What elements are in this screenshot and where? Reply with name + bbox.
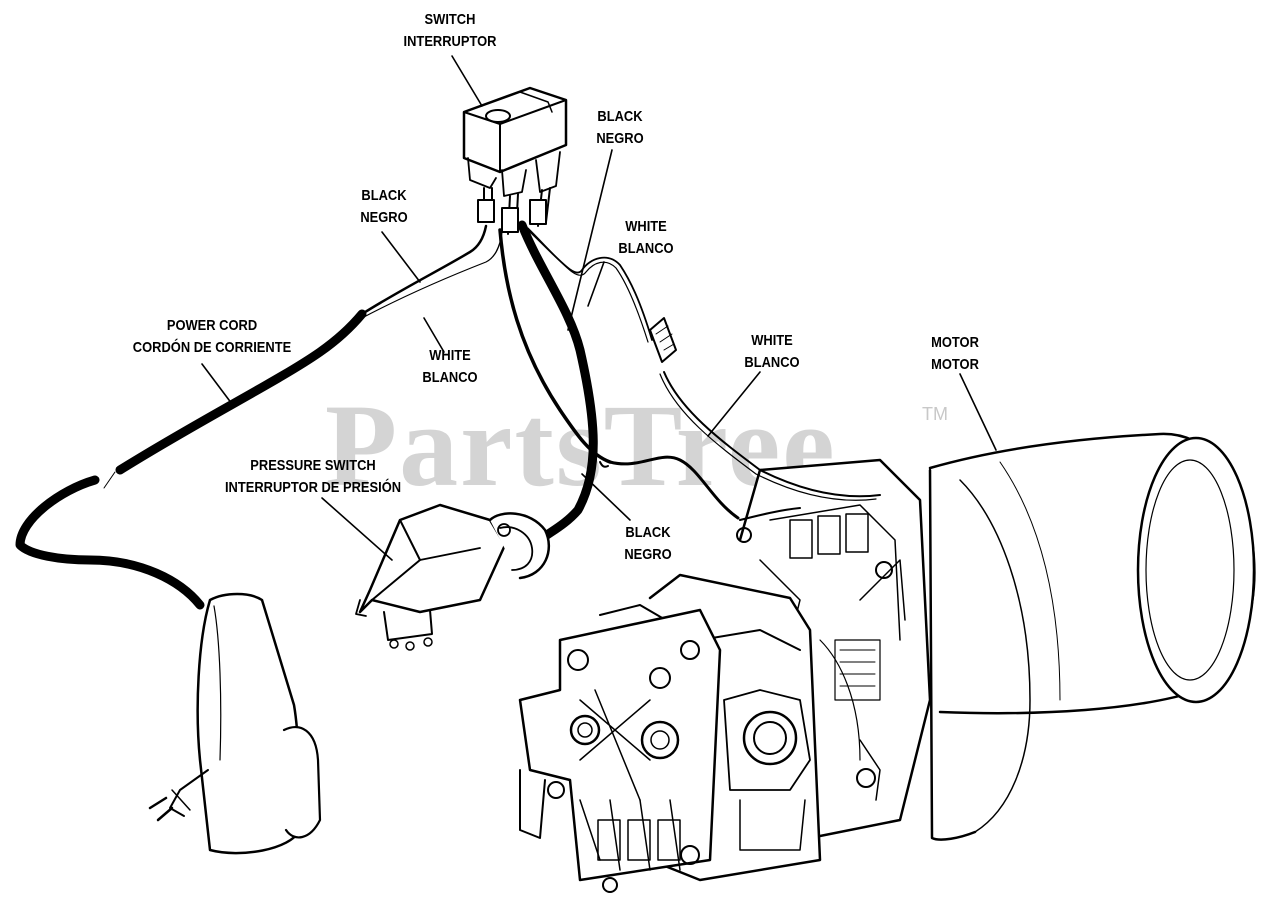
label-white-mid: WHITE BLANCO	[407, 345, 493, 389]
label-black-bottom-en: BLACK	[625, 524, 671, 541]
label-black-left-es: NEGRO	[360, 209, 408, 226]
black-wires	[498, 220, 740, 545]
pump-assembly	[518, 573, 822, 893]
watermark-trademark: TM	[922, 404, 948, 424]
label-black-left-en: BLACK	[361, 187, 407, 204]
label-pressure-switch-en: PRESSURE SWITCH	[250, 457, 376, 474]
label-black-top-es: NEGRO	[596, 130, 644, 147]
label-switch-en: SWITCH	[424, 11, 476, 28]
label-white-top-es: BLANCO	[618, 240, 674, 257]
label-pressure-switch-es: INTERRUPTOR DE PRESIÓN	[224, 479, 402, 496]
watermark: PartsTree	[325, 380, 837, 511]
label-black-left: BLACK NEGRO	[341, 185, 427, 229]
label-switch-es: INTERRUPTOR	[403, 33, 497, 50]
label-black-bottom-es: NEGRO	[624, 546, 672, 563]
label-motor: MOTOR MOTOR	[912, 332, 998, 376]
label-white-right-es: BLANCO	[744, 354, 800, 371]
label-black-bottom: BLACK NEGRO	[605, 522, 691, 566]
label-white-top-en: WHITE	[625, 218, 667, 235]
label-power-cord-es: CORDÓN DE CORRIENTE	[132, 339, 292, 356]
switch-body	[462, 86, 568, 235]
label-white-top: WHITE BLANCO	[603, 216, 689, 260]
power-cord-wires	[15, 224, 503, 610]
label-switch: SWITCH INTERRUPTOR	[390, 9, 510, 53]
label-black-top-en: BLACK	[597, 108, 643, 125]
label-power-cord: POWER CORD CORDÓN DE CORRIENTE	[126, 315, 298, 359]
motor-housing	[928, 432, 1256, 841]
label-motor-es: MOTOR	[931, 356, 979, 373]
label-white-mid-en: WHITE	[429, 347, 471, 364]
label-white-mid-es: BLANCO	[422, 369, 478, 386]
label-pressure-switch: PRESSURE SWITCH INTERRUPTOR DE PRESIÓN	[214, 455, 412, 499]
power-plug	[148, 592, 322, 855]
label-white-right: WHITE BLANCO	[729, 330, 815, 374]
white-wires	[523, 225, 881, 521]
pressure-switch-body	[355, 503, 551, 651]
label-black-top: BLACK NEGRO	[577, 106, 663, 150]
label-white-right-en: WHITE	[751, 332, 793, 349]
leader-lines	[201, 55, 997, 561]
wire-nut	[649, 317, 677, 363]
label-power-cord-en: POWER CORD	[166, 317, 258, 334]
label-motor-en: MOTOR	[931, 334, 979, 351]
